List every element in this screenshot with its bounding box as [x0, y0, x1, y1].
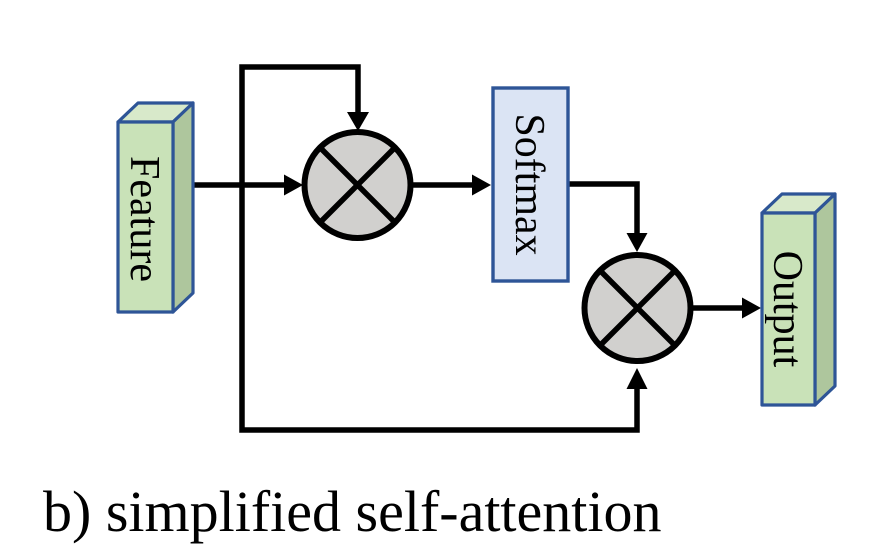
figure-caption: b) simplified self-attention — [43, 479, 662, 544]
output-box-front-face — [760, 211, 817, 407]
arrowhead-icon — [626, 368, 648, 389]
softmax-label: Softmax — [506, 113, 552, 255]
softmax-box: Softmax — [491, 86, 570, 283]
feature-box-front-face — [116, 120, 175, 314]
feature-box: Feature — [116, 101, 195, 314]
connector-group — [192, 64, 761, 433]
arrowhead-icon — [626, 233, 648, 252]
multiply-op-1 — [301, 129, 414, 241]
arrowhead-icon — [347, 112, 369, 131]
output-box: Output — [760, 192, 837, 407]
edge-softmax-to-multiply2 — [566, 181, 640, 234]
output-box-side-face — [813, 192, 837, 407]
feature-box-side-face — [171, 101, 195, 314]
softmax-rect — [491, 86, 570, 283]
output-label: Output — [764, 251, 810, 368]
arrowhead-icon — [742, 297, 761, 319]
edge-feature-branch-path — [239, 64, 640, 433]
multiply-op-2 — [581, 252, 694, 364]
arrowhead-icon — [284, 174, 303, 196]
feature-label: Feature — [121, 156, 167, 282]
arrowhead-icon — [472, 174, 491, 196]
multiply-cross-icon — [598, 268, 677, 348]
multiply-cross-icon — [318, 145, 397, 225]
